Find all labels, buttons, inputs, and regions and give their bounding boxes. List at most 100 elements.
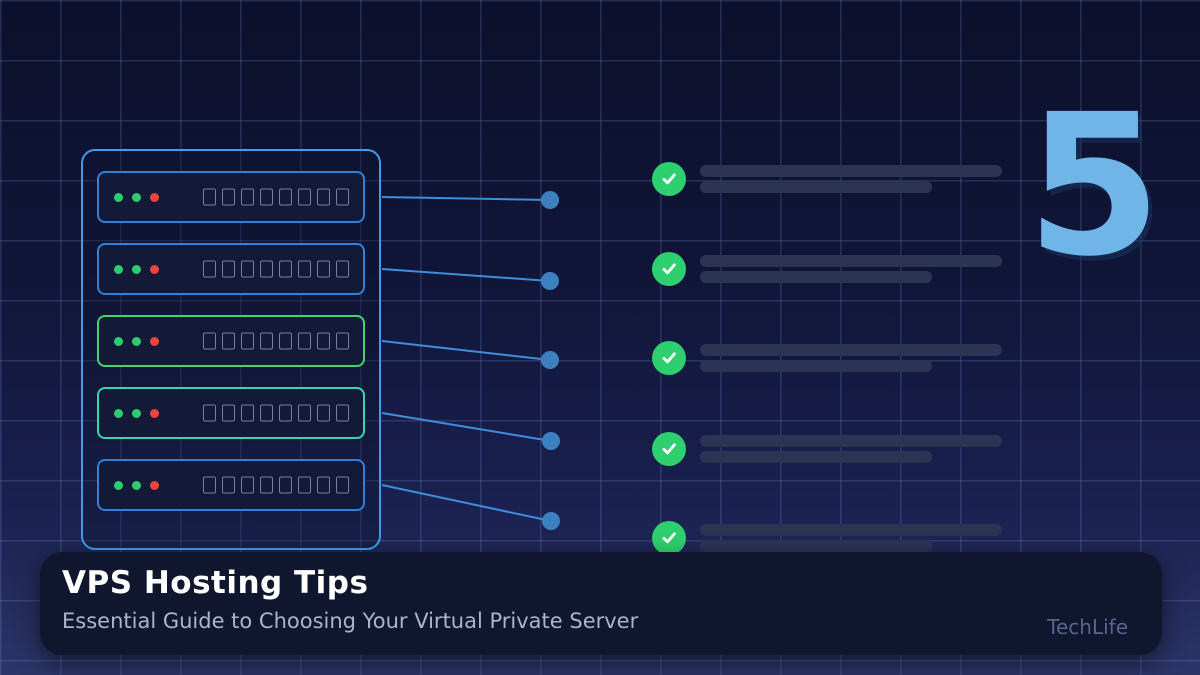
led-green-icon — [132, 264, 141, 274]
drive-slot-icon — [222, 404, 235, 422]
drive-slot-icon — [222, 188, 235, 206]
placeholder-bar — [700, 165, 1002, 177]
placeholder-text-bars — [700, 344, 1002, 375]
placeholder-text-bars — [700, 524, 1002, 555]
drive-slot-icon — [279, 260, 292, 278]
drive-slots — [203, 260, 349, 278]
drive-slot-icon — [279, 188, 292, 206]
led-red-icon — [150, 336, 159, 346]
status-leds — [114, 480, 159, 490]
placeholder-bar — [700, 524, 1002, 536]
page-subtitle: Essential Guide to Choosing Your Virtual… — [62, 609, 639, 633]
drive-slot-icon — [336, 188, 349, 206]
drive-slot-icon — [317, 404, 330, 422]
drive-slot-icon — [336, 404, 349, 422]
drive-slot-icon — [317, 332, 330, 350]
check-icon — [652, 341, 686, 375]
checkmark-glyph — [662, 532, 676, 544]
led-green-icon — [114, 336, 123, 346]
server-unit-3 — [97, 315, 365, 367]
drive-slots — [203, 332, 349, 350]
checklist-item — [652, 162, 1002, 196]
server-unit-5 — [97, 459, 365, 511]
drive-slot-icon — [260, 260, 273, 278]
count-badge: 5 — [1026, 72, 1162, 299]
led-green-icon — [132, 336, 141, 346]
drive-slot-icon — [241, 476, 254, 494]
led-red-icon — [150, 480, 159, 490]
drive-slot-icon — [203, 332, 216, 350]
placeholder-bar — [700, 271, 932, 283]
status-leds — [114, 192, 159, 202]
status-leds — [114, 264, 159, 274]
drive-slots — [203, 476, 349, 494]
wire-lines — [381, 196, 552, 522]
drive-slot-icon — [260, 332, 273, 350]
led-red-icon — [150, 408, 159, 418]
server-unit-2 — [97, 243, 365, 295]
drive-slot-icon — [298, 332, 311, 350]
status-leds — [114, 336, 159, 346]
placeholder-bar — [700, 540, 932, 552]
drive-slot-icon — [298, 188, 311, 206]
drive-slot-icon — [298, 476, 311, 494]
drive-slot-icon — [222, 332, 235, 350]
drive-slot-icon — [260, 404, 273, 422]
drive-slot-icon — [279, 476, 292, 494]
drive-slot-icon — [336, 260, 349, 278]
drive-slot-icon — [260, 188, 273, 206]
placeholder-bar — [700, 181, 932, 193]
brand-label: TechLife — [1047, 615, 1128, 639]
placeholder-bar — [700, 255, 1002, 267]
placeholder-text-bars — [700, 435, 1002, 466]
drive-slot-icon — [298, 260, 311, 278]
drive-slot-icon — [298, 404, 311, 422]
check-icon — [652, 521, 686, 555]
checkmark-glyph — [662, 173, 676, 185]
drive-slots — [203, 404, 349, 422]
drive-slot-icon — [317, 476, 330, 494]
title-banner: VPS Hosting Tips Essential Guide to Choo… — [40, 552, 1162, 655]
drive-slot-icon — [336, 476, 349, 494]
led-green-icon — [114, 480, 123, 490]
checklist-item — [652, 432, 1002, 466]
checkmark-glyph — [662, 352, 676, 364]
status-leds — [114, 408, 159, 418]
checklist-item — [652, 341, 1002, 375]
placeholder-bar — [700, 360, 932, 372]
drive-slot-icon — [317, 188, 330, 206]
drive-slot-icon — [203, 476, 216, 494]
checkmark-glyph — [662, 263, 676, 275]
server-unit-1 — [97, 171, 365, 223]
drive-slots — [203, 188, 349, 206]
drive-slot-icon — [241, 404, 254, 422]
placeholder-bar — [700, 451, 932, 463]
drive-slot-icon — [203, 404, 216, 422]
led-green-icon — [114, 264, 123, 274]
checklist-item — [652, 252, 1002, 286]
check-icon — [652, 432, 686, 466]
checklist-item — [652, 521, 1002, 555]
placeholder-text-bars — [700, 165, 1002, 196]
drive-slot-icon — [241, 260, 254, 278]
placeholder-text-bars — [700, 255, 1002, 286]
placeholder-bar — [700, 435, 1002, 447]
drive-slot-icon — [317, 260, 330, 278]
led-red-icon — [150, 192, 159, 202]
checkmark-glyph — [662, 443, 676, 455]
drive-slot-icon — [336, 332, 349, 350]
drive-slot-icon — [203, 260, 216, 278]
server-unit-4 — [97, 387, 365, 439]
drive-slot-icon — [203, 188, 216, 206]
led-green-icon — [132, 480, 141, 490]
check-icon — [652, 252, 686, 286]
led-green-icon — [132, 408, 141, 418]
drive-slot-icon — [279, 404, 292, 422]
drive-slot-icon — [279, 332, 292, 350]
page-title: VPS Hosting Tips — [62, 565, 369, 601]
drive-slot-icon — [241, 332, 254, 350]
led-green-icon — [132, 192, 141, 202]
led-red-icon — [150, 264, 159, 274]
